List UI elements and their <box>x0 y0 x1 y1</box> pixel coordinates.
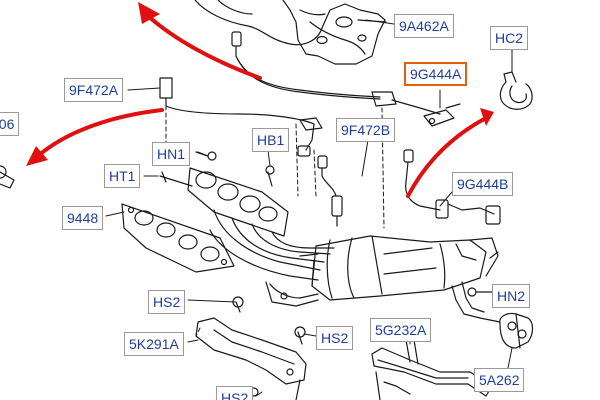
callout-9g444a-highlighted[interactable]: 9G444A <box>404 62 468 86</box>
callout-5a262[interactable]: 5A262 <box>474 368 525 392</box>
arrowhead-left <box>26 146 48 166</box>
callout-9f472a[interactable]: 9F472A <box>64 78 124 102</box>
rubber-insulator-part <box>499 312 534 349</box>
manifold-gasket-part <box>121 203 235 273</box>
hose-clip-part <box>499 71 533 110</box>
callout-hb1[interactable]: HB1 <box>252 128 290 152</box>
exhaust-manifold-part <box>187 167 335 307</box>
arrow-to-upper-right <box>406 116 488 198</box>
callout-hs2-lower[interactable]: HS2 <box>216 386 254 400</box>
arrowhead-upper-right <box>480 108 494 126</box>
lower-bracket-part <box>195 317 307 400</box>
exhaust-pipe-part <box>371 281 501 400</box>
arrow-to-upper-left <box>146 14 262 80</box>
upstream-oxygen-sensor-part <box>159 31 381 157</box>
callout-hc2[interactable]: HC2 <box>490 26 529 50</box>
callout-hs2-upper[interactable]: HS2 <box>148 290 186 314</box>
callout-9448[interactable]: 9448 <box>62 206 104 230</box>
callout-hs2-middle[interactable]: HS2 <box>316 326 354 350</box>
direction-arrows <box>36 14 488 198</box>
callout-ht1[interactable]: HT1 <box>104 164 141 188</box>
callout-hn1[interactable]: HN1 <box>152 142 191 166</box>
catalytic-converter-part <box>299 235 499 301</box>
callout-hn2[interactable]: HN2 <box>492 284 531 308</box>
heat-shield-part <box>194 0 387 65</box>
callout-9a462a[interactable]: 9A462A <box>394 14 454 38</box>
arrow-to-left <box>36 108 164 158</box>
sensor-connector-9g444a-part <box>371 91 461 127</box>
arrowhead-upper-left <box>138 2 160 24</box>
callout-5g232a[interactable]: 5G232A <box>370 318 432 342</box>
callout-9f472b[interactable]: 9F472B <box>336 118 396 142</box>
callout-206-truncated[interactable]: 206 <box>0 112 20 136</box>
arrow-heads <box>26 2 494 166</box>
callout-5k291a[interactable]: 5K291A <box>124 332 184 356</box>
callout-9g444b[interactable]: 9G444B <box>452 172 514 196</box>
